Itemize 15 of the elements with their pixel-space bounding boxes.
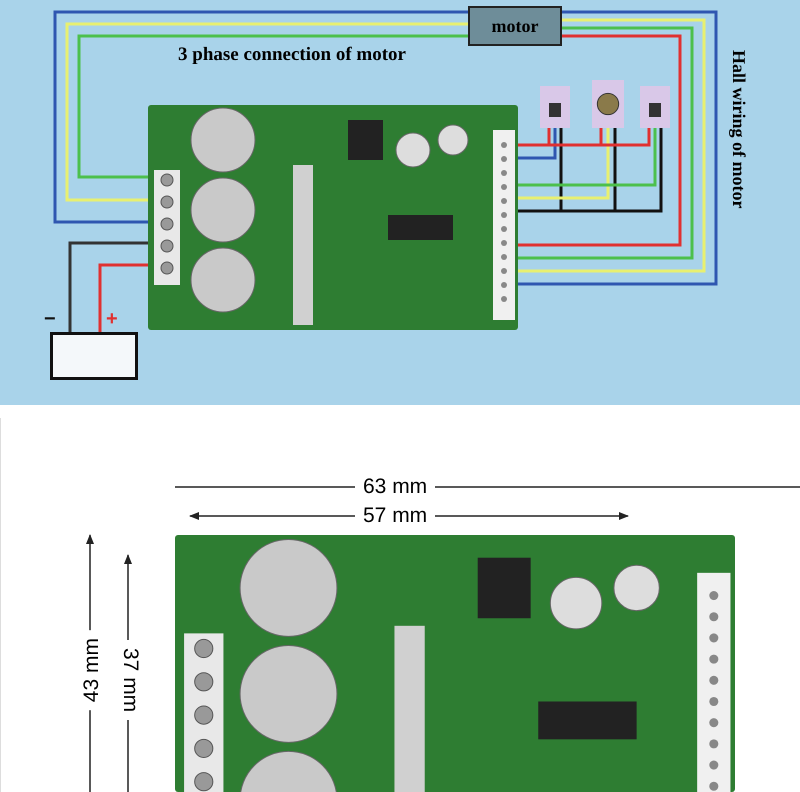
wire	[66, 22, 468, 202]
motor-box: motor	[468, 6, 562, 46]
wire	[98, 264, 148, 332]
wire	[78, 34, 468, 178]
wiring-caption: Hall wiring of motor	[728, 50, 749, 208]
wire	[518, 128, 656, 186]
wire	[518, 128, 610, 200]
battery-box	[50, 332, 138, 380]
polarity-sign: −	[44, 308, 56, 331]
wire	[518, 128, 662, 212]
wire	[518, 128, 556, 160]
wire	[54, 10, 468, 224]
wire	[518, 34, 682, 246]
polarity-sign: +	[106, 308, 118, 331]
wire	[68, 242, 148, 332]
